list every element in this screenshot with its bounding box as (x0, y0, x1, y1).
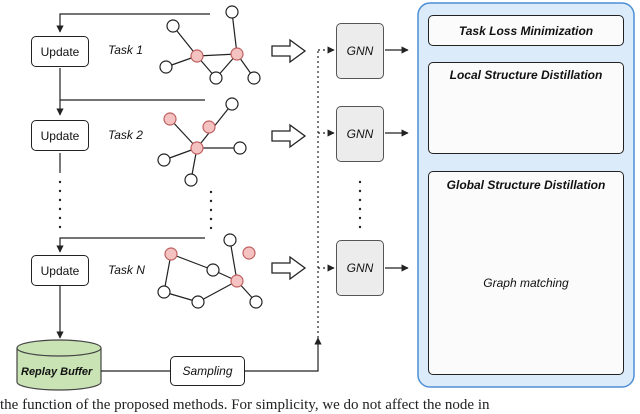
graph-edge (169, 118, 198, 149)
gnn-box-n: GNN (336, 240, 384, 296)
graph-node (157, 153, 171, 167)
task-2-label: Task 2 (108, 128, 143, 142)
block-arrows (271, 38, 307, 281)
sampling-dashed-arrows (318, 46, 335, 272)
update-box-2[interactable]: Update (31, 120, 89, 151)
graph-node (157, 285, 171, 299)
graph-node (206, 263, 220, 277)
graph-node (249, 295, 263, 309)
update-box-1[interactable]: Update (31, 36, 89, 67)
vertical-ellipsis-graphs (209, 190, 213, 230)
graph-node-highlighted (230, 47, 244, 61)
graph-node (233, 141, 247, 155)
task-loss-title: Task Loss Minimization (458, 24, 594, 38)
replay-buffer-cylinder (16, 339, 102, 391)
graph-node (247, 71, 261, 85)
global-structure-panel: Global Structure Distillation Graph matc… (428, 171, 624, 375)
replay-buffer-label: Replay Buffer (21, 366, 93, 378)
graph-node (184, 173, 198, 187)
graph-node (209, 71, 223, 85)
task-loss-panel: Task Loss Minimization (428, 15, 624, 46)
update-flow-lines (56, 13, 210, 339)
task-1-graph (159, 5, 261, 85)
graph-node (223, 233, 237, 247)
graph-node (159, 60, 173, 74)
graph-matching-label: Graph matching (483, 276, 569, 290)
gnn-box-2: GNN (336, 106, 384, 162)
sampling-box[interactable]: Sampling (170, 356, 245, 386)
graph-node-highlighted (242, 246, 256, 260)
graph-node (166, 19, 180, 33)
graph-edge (229, 239, 238, 282)
vertical-ellipsis-gnn (358, 180, 362, 229)
global-structure-title: Global Structure Distillation (446, 178, 606, 192)
graph-node-highlighted (190, 49, 204, 63)
graph-node-highlighted (190, 141, 204, 155)
graph-node (225, 97, 239, 111)
graph-edge (197, 280, 238, 303)
task-n-graph (157, 233, 263, 309)
graph-node-highlighted (202, 120, 216, 134)
task-1-label: Task 1 (108, 43, 143, 57)
graph-node-highlighted (230, 274, 244, 288)
sampling-path (101, 337, 322, 372)
graph-edge (170, 253, 214, 271)
task-2-graph (157, 97, 247, 187)
task-n-label: Task N (108, 263, 145, 277)
local-structure-title: Local Structure Distillation (449, 68, 603, 82)
graph-node-highlighted (164, 247, 178, 261)
figure-caption: the function of the proposed methods. Fo… (0, 397, 490, 413)
local-structure-panel: Local Structure Distillation (428, 62, 624, 154)
graph-node (225, 5, 239, 19)
graph-edge (196, 53, 238, 57)
graph-edge (231, 11, 238, 55)
gnn-box-1: GNN (336, 23, 384, 79)
graph-node (191, 295, 205, 309)
gnn-output-arrows (385, 46, 409, 272)
update-box-n[interactable]: Update (31, 255, 89, 286)
graph-node-highlighted (163, 112, 177, 126)
vertical-ellipsis-left (58, 180, 62, 229)
